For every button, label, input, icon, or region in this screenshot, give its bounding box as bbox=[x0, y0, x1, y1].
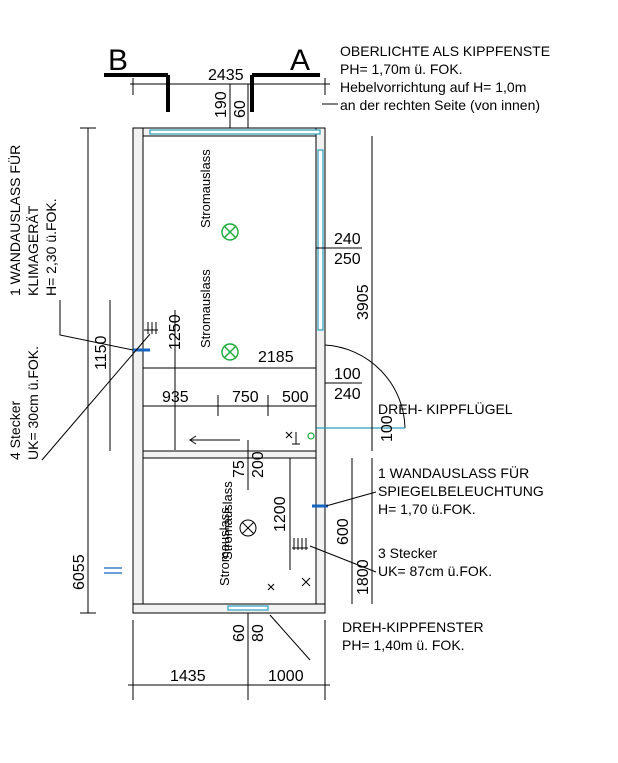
dim-inner-935: 935 bbox=[162, 389, 189, 406]
note-spiegel-3: H= 1,70 ü.FOK. bbox=[378, 501, 476, 517]
note-hebel: Hebelvorrichtung auf H= 1,0m bbox=[340, 79, 526, 95]
note-stecker3-2: UK= 87cm ü.FOK. bbox=[378, 563, 492, 579]
ceiling-outlet-upper bbox=[221, 223, 239, 241]
dim-right-600: 600 bbox=[335, 518, 352, 545]
outlets bbox=[133, 223, 328, 591]
dim-right-240b: 240 bbox=[334, 386, 361, 403]
note-klima-2: KLIMAGERÄT bbox=[25, 205, 41, 296]
dim-top-60: 60 bbox=[232, 100, 249, 118]
dim-top-width: 2435 bbox=[208, 67, 244, 84]
dim-right-100a: 100 bbox=[334, 366, 361, 383]
section-mark-b: B bbox=[108, 44, 128, 77]
ceiling-outlet-middle bbox=[221, 343, 239, 361]
right-dimensions: 240 250 3905 100 240 100 600 1800 bbox=[316, 136, 396, 604]
dim-right-240a: 240 bbox=[334, 231, 361, 248]
bottom-section: DREH-KIPPFENSTER PH= 1,40m ü. FOK. 60 80… bbox=[128, 613, 484, 700]
dim-left-6055: 6055 bbox=[71, 554, 88, 590]
dim-inner-1200: 1200 bbox=[272, 496, 289, 532]
inner-dimensions: 1250 2185 935 750 500 75 200 1200 bbox=[143, 310, 316, 570]
note-hebel-seite: an der rechten Seite (von innen) bbox=[340, 97, 540, 113]
top-notes: OBERLICHTE ALS KIPPFENSTE PH= 1,70m ü. F… bbox=[340, 43, 550, 113]
label-strom-c: Stromauslass bbox=[220, 481, 235, 560]
dim-bottom-1435: 1435 bbox=[170, 668, 206, 685]
label-strom-b: Stromauslass bbox=[198, 269, 213, 348]
section-mark-a: A bbox=[290, 44, 310, 77]
section-markers: B A bbox=[104, 44, 320, 112]
left-dimensions: 6055 1150 bbox=[71, 127, 111, 614]
note-stecker3-1: 3 Stecker bbox=[378, 545, 437, 561]
label-strom-d: Stromauslass bbox=[217, 507, 232, 586]
dim-inner-500: 500 bbox=[282, 389, 309, 406]
room-labels: Stromauslass Stromauslass Stromauslass S… bbox=[198, 149, 235, 586]
walls bbox=[132, 127, 406, 614]
note-oberlichte: OBERLICHTE ALS KIPPFENSTE bbox=[340, 43, 550, 59]
dim-right-250: 250 bbox=[334, 251, 361, 268]
dim-bottom-1000: 1000 bbox=[268, 668, 304, 685]
ceiling-outlet-lower bbox=[239, 519, 257, 537]
dim-inner-750: 750 bbox=[232, 389, 259, 406]
dim-inner-75: 75 bbox=[231, 460, 248, 478]
dim-bottom-80: 80 bbox=[250, 624, 267, 642]
dim-inner-2185: 2185 bbox=[258, 349, 294, 366]
label-strom-a: Stromauslass bbox=[198, 149, 213, 228]
note-spiegel-1: 1 WANDAUSLASS FÜR bbox=[378, 464, 529, 481]
dim-top-190: 190 bbox=[213, 91, 230, 118]
note-dreh-kipp: DREH- KIPPFLÜGEL bbox=[378, 400, 513, 417]
dim-left-1150: 1150 bbox=[93, 335, 110, 370]
dim-bottom-60: 60 bbox=[231, 624, 248, 642]
note-stecker-1: 4 Stecker bbox=[7, 401, 23, 460]
note-dreh-kippfenster: DREH-KIPPFENSTER bbox=[342, 619, 484, 635]
note-dreh-kippfenster-ph: PH= 1,40m ü. FOK. bbox=[342, 637, 465, 653]
note-spiegel-2: SPIEGELBELEUCHTUNG bbox=[378, 483, 544, 499]
top-dimensions: 2435 190 60 bbox=[130, 67, 338, 132]
left-notes: 1 WANDAUSLASS FÜR KLIMAGERÄT H= 2,30 ü.F… bbox=[6, 145, 151, 574]
dim-right-3905: 3905 bbox=[355, 284, 372, 320]
dim-inner-200: 200 bbox=[250, 451, 267, 478]
right-notes: DREH- KIPPFLÜGEL 1 WANDAUSLASS FÜR SPIEG… bbox=[309, 400, 544, 579]
note-klima-3: H= 2,30 ü.FOK. bbox=[43, 198, 59, 296]
dim-inner-1250: 1250 bbox=[167, 314, 184, 350]
note-klima-1: 1 WANDAUSLASS FÜR bbox=[6, 145, 23, 296]
dim-right-100b: 100 bbox=[379, 415, 396, 442]
note-stecker-2: UK= 30cm ü.FOK. bbox=[25, 346, 41, 460]
note-oberlichte-ph: PH= 1,70m ü. FOK. bbox=[340, 61, 463, 77]
